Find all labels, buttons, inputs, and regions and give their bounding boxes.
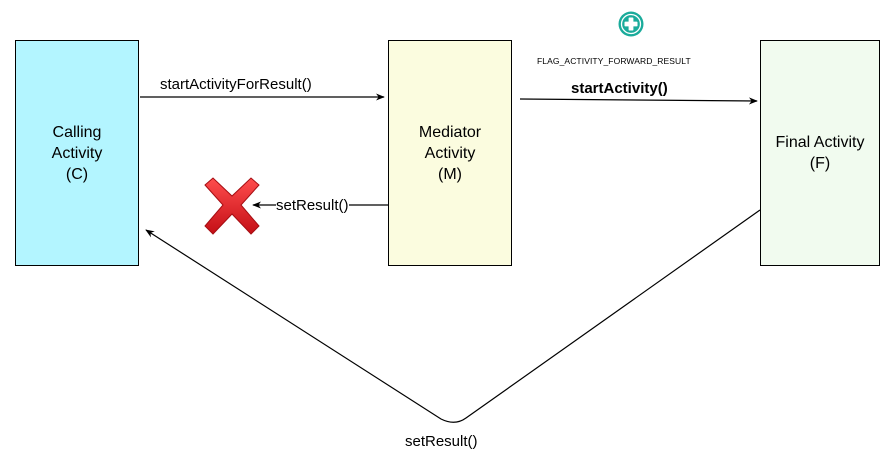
node-calling-activity: Calling Activity (C) bbox=[15, 40, 139, 266]
edge-label-mediator-setresult: setResult() bbox=[276, 197, 349, 215]
plus-circle-icon bbox=[618, 11, 644, 37]
edge-label-start-activity-for-result: startActivityForResult() bbox=[160, 76, 312, 93]
cross-icon bbox=[204, 177, 260, 235]
node-final-line-2: (F) bbox=[809, 155, 831, 172]
node-calling-line-1: Calling bbox=[52, 123, 102, 141]
edge-label-final-setresult: setResult() bbox=[405, 433, 478, 450]
edge-label-flag: FLAG_ACTIVITY_FORWARD_RESULT bbox=[537, 56, 691, 66]
node-mediator-activity: Mediator Activity (M) bbox=[388, 40, 512, 266]
node-mediator-line-1: Mediator bbox=[418, 123, 482, 141]
node-mediator-line-2: Activity bbox=[424, 144, 476, 162]
edge-label-start-activity: startActivity() bbox=[571, 80, 668, 97]
node-mediator-line-3: (M) bbox=[438, 165, 462, 183]
node-final-line-1: Final Activity bbox=[775, 134, 865, 151]
edge-final-to-calling bbox=[145, 209, 761, 423]
node-calling-line-3: (C) bbox=[65, 165, 89, 183]
edge-mediator-to-final bbox=[519, 97, 758, 105]
node-calling-line-2: Activity bbox=[51, 144, 103, 162]
node-final-activity: Final Activity (F) bbox=[760, 40, 880, 266]
